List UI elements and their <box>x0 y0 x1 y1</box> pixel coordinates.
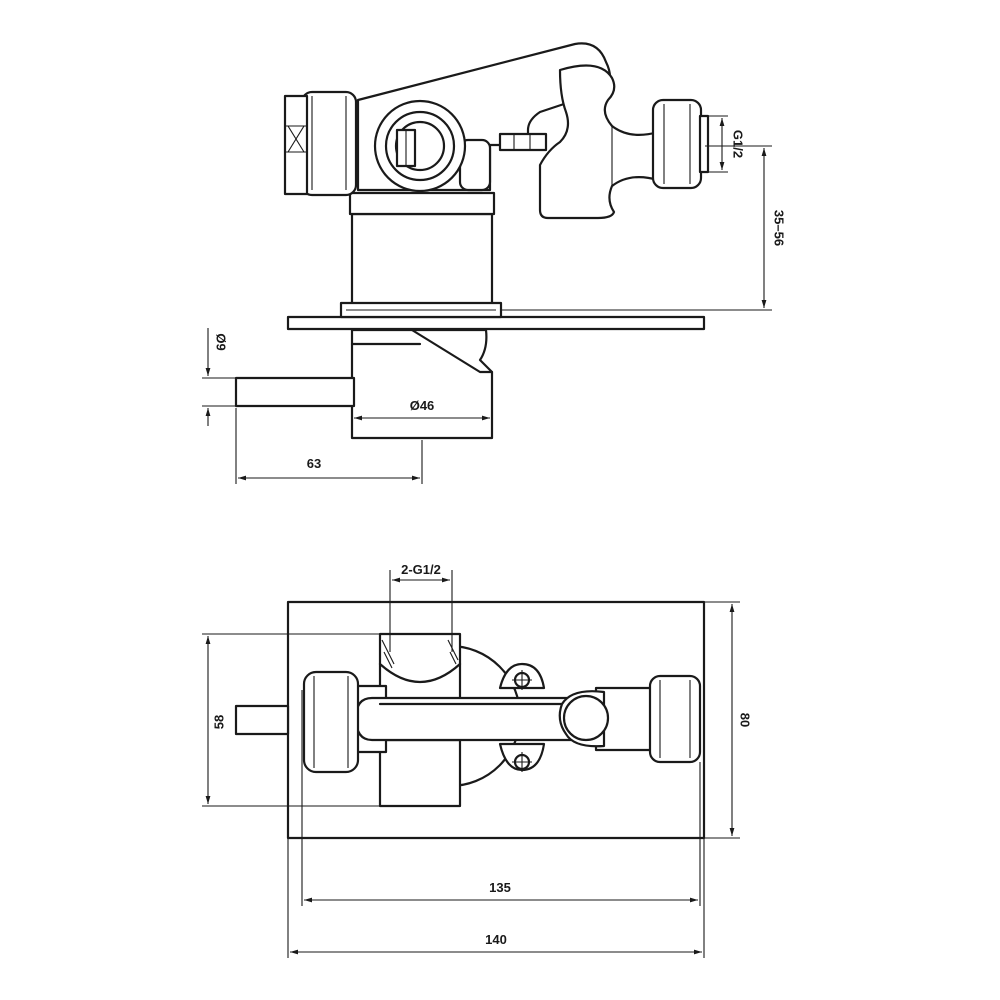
pin-diameter-label: Ø9 <box>214 333 229 350</box>
side-left-nut <box>283 94 309 196</box>
body-diameter-label: Ø46 <box>410 398 435 413</box>
front-lever-pin <box>234 704 290 736</box>
side-right-connector <box>651 98 703 190</box>
thread-top-label: G1/2 <box>731 130 746 158</box>
plate-width-label: 140 <box>485 932 507 947</box>
side-body-collar <box>348 191 496 216</box>
side-view <box>234 42 710 440</box>
side-dimensions: G1/2 35–56 Ø9 Ø46 63 <box>202 115 787 484</box>
side-left-connector <box>300 90 358 197</box>
front-left-connector <box>302 670 360 774</box>
side-round-port <box>373 99 467 193</box>
side-control-body <box>350 328 494 440</box>
inner-height-label: 58 <box>211 715 226 729</box>
lever-length-label: 63 <box>307 456 321 471</box>
side-lever-pin <box>234 376 356 408</box>
front-view <box>234 600 706 840</box>
side-cover-plate <box>286 315 706 331</box>
wall-depth-label: 35–56 <box>772 210 787 246</box>
front-bottom-port <box>378 738 462 808</box>
inner-width-label: 135 <box>489 880 511 895</box>
plate-height-label: 80 <box>738 713 753 727</box>
front-dimensions: 2-G1/2 58 80 135 140 <box>202 562 753 958</box>
thread-pair-label: 2-G1/2 <box>401 562 441 577</box>
side-right-housing <box>538 64 660 220</box>
front-right-connector <box>648 674 702 764</box>
side-slot <box>498 132 548 152</box>
side-body-cylinder <box>350 212 494 306</box>
